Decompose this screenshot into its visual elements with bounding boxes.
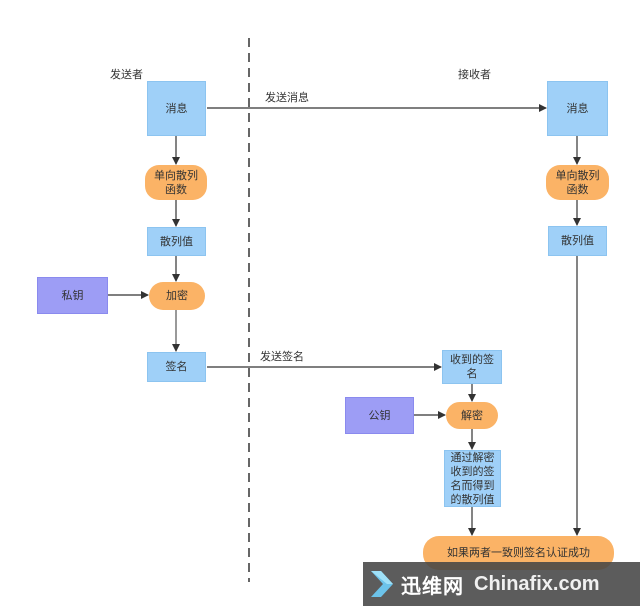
send-message-label: 发送消息 (265, 91, 309, 104)
sender-hash-function-line1: 单向散列 (154, 168, 198, 182)
decrypt-text: 解密 (461, 408, 483, 422)
public-key-node: 公钥 (345, 397, 414, 434)
sender-message-node: 消息 (147, 81, 206, 136)
signature-text: 签名 (165, 360, 188, 373)
sender-hash-value-node: 散列值 (147, 227, 206, 256)
decrypted-hash-line2: 收到的签 (450, 464, 495, 478)
private-key-node: 私钥 (37, 277, 108, 314)
decrypt-node: 解密 (446, 402, 498, 429)
decrypted-hash-value-node: 通过解密 收到的签 名而得到 的散列值 (444, 450, 501, 507)
encrypt-text: 加密 (166, 289, 188, 302)
received-signature-line2: 名 (466, 367, 478, 380)
public-key-text: 公钥 (368, 408, 391, 422)
decrypted-hash-line3: 名而得到 (450, 478, 495, 492)
sender-hash-function-line2: 函数 (165, 182, 187, 196)
sender-hash-function-node: 单向散列 函数 (145, 165, 207, 200)
receiver-hash-function-line2: 函数 (566, 182, 589, 196)
sender-lane-label: 发送者 (110, 68, 143, 81)
send-signature-label: 发送签名 (260, 350, 304, 363)
encrypt-node: 加密 (149, 282, 205, 310)
private-key-text: 私钥 (61, 288, 84, 302)
decrypted-hash-line4: 的散列值 (450, 492, 495, 506)
sender-hash-value-text: 散列值 (160, 234, 193, 248)
received-signature-line1: 收到的签 (450, 353, 494, 366)
received-signature-node: 收到的签 名 (442, 350, 502, 384)
receiver-message-node: 消息 (547, 81, 608, 136)
watermark-brand-en: Chinafix.com (474, 572, 600, 595)
receiver-message-text: 消息 (566, 101, 589, 115)
signature-node: 签名 (147, 352, 206, 382)
chevron-logo-icon (369, 569, 397, 599)
receiver-hash-value-node: 散列值 (548, 226, 607, 256)
receiver-hash-value-text: 散列值 (561, 234, 594, 247)
watermark-brand-cn: 迅维网 (401, 573, 464, 598)
receiver-hash-function-node: 单向散列 函数 (546, 165, 609, 200)
decrypted-hash-line1: 通过解密 (450, 450, 495, 464)
receiver-hash-function-line1: 单向散列 (555, 168, 600, 182)
receiver-lane-label: 接收者 (458, 68, 491, 81)
result-text: 如果两者一致则签名认证成功 (447, 546, 590, 559)
watermark-banner: 迅维网 Chinafix.com (363, 562, 640, 606)
sender-message-text: 消息 (165, 101, 188, 115)
